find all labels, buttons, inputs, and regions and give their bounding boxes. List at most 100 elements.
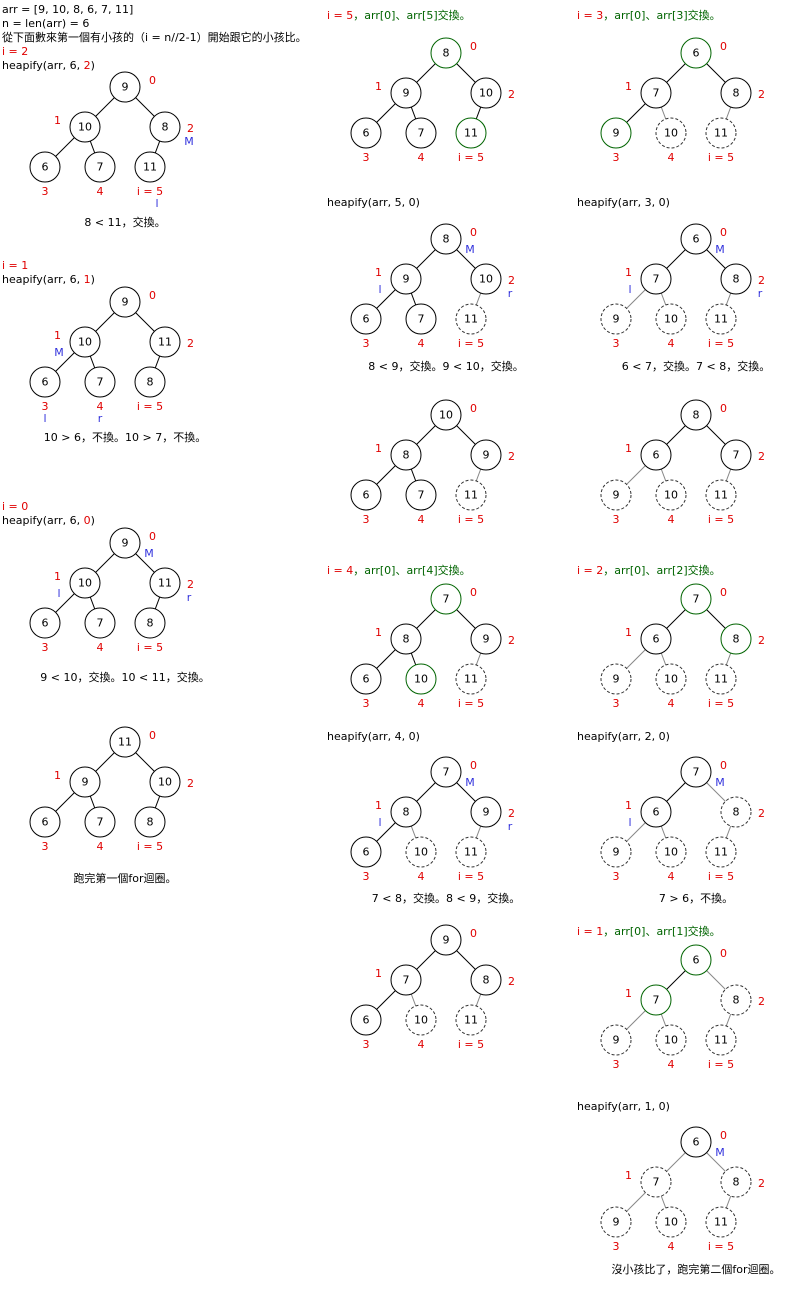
- title-span: heapify(arr, 5, 0): [327, 196, 420, 209]
- index-label: 0: [149, 289, 156, 302]
- node-value: 9: [613, 489, 620, 502]
- tree-edge: [666, 425, 686, 445]
- tree-edge: [410, 652, 417, 666]
- diagram-title-line: i = 1，arr[0]、arr[1]交換。: [577, 924, 721, 938]
- diagram-caption: 8 < 11，交換。: [84, 215, 165, 229]
- node-value: 7: [403, 974, 410, 987]
- tree-edge: [706, 63, 726, 83]
- node-value: 7: [97, 617, 104, 630]
- tree-edge: [456, 425, 476, 445]
- node-value: 7: [653, 87, 660, 100]
- title-span: i = 2: [577, 564, 603, 577]
- tree-edge: [55, 593, 75, 613]
- index-label: i = 5: [458, 697, 484, 710]
- tree-edge: [135, 752, 155, 772]
- tree-edge: [456, 782, 476, 802]
- tree-edge: [725, 825, 732, 839]
- node-value: 8: [483, 974, 490, 987]
- node-value: 7: [418, 489, 425, 502]
- index-label: 3: [613, 870, 620, 883]
- tree-node: [84, 366, 116, 398]
- tree-edge: [660, 825, 667, 839]
- node-value: 8: [733, 994, 740, 1007]
- pointer-marker: r: [508, 287, 513, 300]
- index-label: i = 5: [708, 1058, 734, 1071]
- index-label: 2: [758, 450, 765, 463]
- node-value: 9: [122, 81, 129, 94]
- index-label: i = 5: [458, 1038, 484, 1051]
- tree-node: [600, 836, 632, 868]
- tree-edge: [95, 97, 115, 117]
- tree-edge: [660, 468, 667, 482]
- index-label: 0: [470, 40, 477, 53]
- tree-edge: [475, 652, 482, 666]
- diagram-title-line: i = 1: [2, 259, 28, 272]
- diagram-caption: 跑完第一個for迴圈。: [73, 871, 176, 885]
- index-label: 2: [758, 1177, 765, 1190]
- tree-node: [680, 583, 712, 615]
- tree-node: [600, 303, 632, 335]
- node-value: 10: [664, 313, 678, 326]
- diagram-title-line: i = 0: [2, 500, 28, 513]
- tree-edge: [416, 249, 436, 269]
- diagram-title-line: heapify(arr, 4, 0): [327, 730, 420, 743]
- tree-node: [455, 117, 487, 149]
- index-label: 4: [418, 870, 425, 883]
- node-value: 10: [664, 1034, 678, 1047]
- node-value: 6: [363, 313, 370, 326]
- tree-node: [470, 964, 502, 996]
- tree-node: [350, 836, 382, 868]
- node-value: 11: [714, 1216, 728, 1229]
- tree-edge: [725, 106, 732, 120]
- node-value: 7: [693, 766, 700, 779]
- tree-node: [470, 439, 502, 471]
- node-value: 6: [42, 376, 49, 389]
- tree-node: [29, 366, 61, 398]
- tree-node: [655, 663, 687, 695]
- node-value: 10: [414, 846, 428, 859]
- tree-node: [405, 479, 437, 511]
- index-label: i = 5: [458, 151, 484, 164]
- tree-node: [655, 479, 687, 511]
- index-label: 1: [375, 967, 382, 980]
- tree-node: [390, 964, 422, 996]
- index-label: i = 5: [458, 337, 484, 350]
- index-label: 4: [418, 697, 425, 710]
- tree-node: [640, 263, 672, 295]
- tree-edge: [666, 1152, 686, 1172]
- node-value: 6: [363, 846, 370, 859]
- node-value: 7: [418, 127, 425, 140]
- tree-edge: [416, 425, 436, 445]
- tree-node: [455, 1004, 487, 1036]
- pointer-marker: l: [155, 197, 158, 210]
- node-value: 9: [443, 934, 450, 947]
- diagram-caption: 6 < 7，交換。7 < 8，交換。: [622, 359, 770, 373]
- pointer-marker: r: [758, 287, 763, 300]
- tree-node: [680, 37, 712, 69]
- node-value: 8: [403, 806, 410, 819]
- tree-node: [600, 1206, 632, 1238]
- index-label: i = 5: [708, 1240, 734, 1253]
- index-label: 4: [668, 151, 675, 164]
- index-label: 3: [42, 840, 49, 853]
- tree-node: [680, 223, 712, 255]
- tree-node: [350, 303, 382, 335]
- index-label: 0: [720, 226, 727, 239]
- index-label: 0: [720, 402, 727, 415]
- index-label: 1: [625, 266, 632, 279]
- node-value: 11: [464, 489, 478, 502]
- tree-node: [655, 303, 687, 335]
- tree-edge: [154, 140, 161, 154]
- tree-node: [720, 263, 752, 295]
- tree-node: [134, 806, 166, 838]
- tree-node: [109, 527, 141, 559]
- title-span: ): [91, 273, 95, 286]
- index-label: 3: [42, 185, 49, 198]
- index-label: 4: [97, 840, 104, 853]
- node-value: 9: [82, 776, 89, 789]
- tree-node: [350, 1004, 382, 1036]
